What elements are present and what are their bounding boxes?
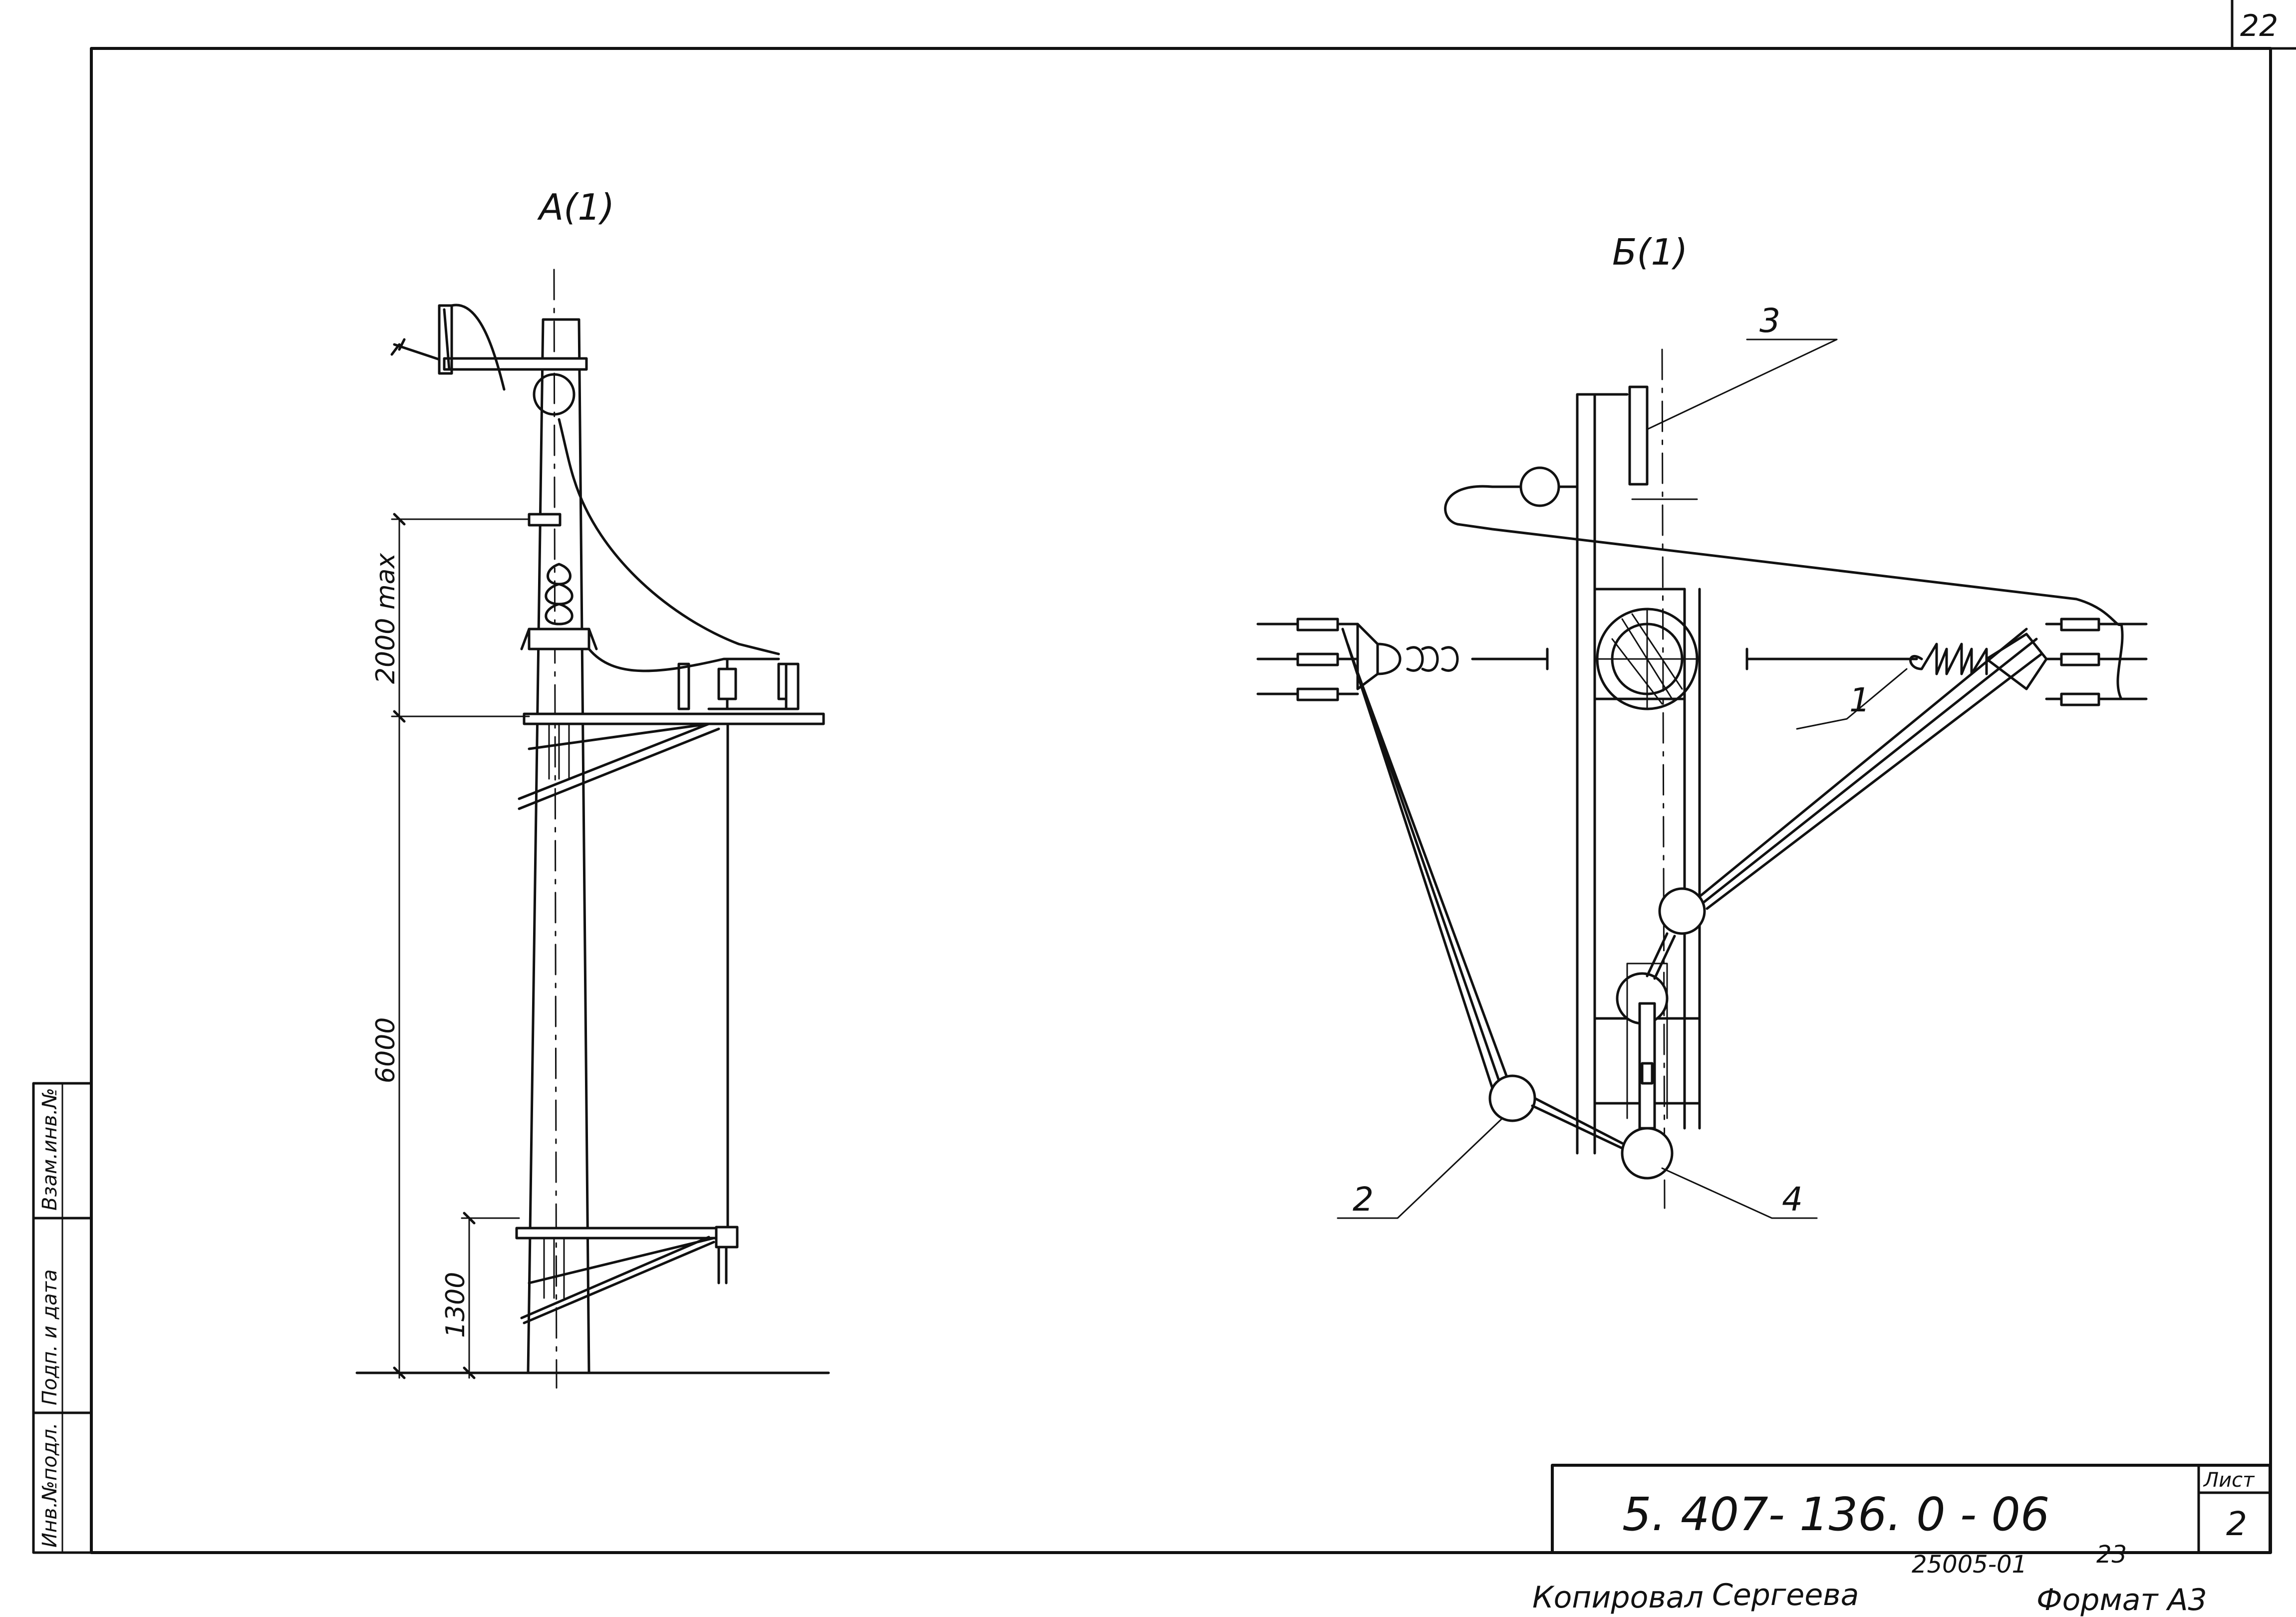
stamp-sign-label: Подп. и дата (38, 1270, 61, 1405)
copied-by-name: Сергеева (1712, 1578, 1859, 1613)
left-stamp (32, 1082, 93, 1554)
stamp-vzam-label: Взам.инв.№ (38, 1088, 61, 1211)
view-a-title: A(1) (537, 186, 614, 228)
order-subnumber: 23 (2096, 1541, 2127, 1569)
paper-format: Формат А3 (2036, 1583, 2207, 1617)
drawing-frame (90, 0, 2296, 1554)
list-label: Лист (2203, 1469, 2255, 1492)
dim-6000: 6000 (371, 1017, 401, 1083)
copied-by-label: Копировал (1532, 1580, 1704, 1615)
title-block (1551, 1464, 2272, 1554)
view-b-structure (1256, 348, 2148, 1209)
callout-3: 3 (1759, 302, 1780, 340)
order-number: 25005-01 (1912, 1551, 2027, 1579)
dim-1300: 1300 (441, 1272, 471, 1338)
callout-4: 4 (1782, 1180, 1803, 1219)
stamp-inv-label: Инв.№подл. (38, 1422, 61, 1548)
view-a-dimensions (391, 513, 530, 1379)
document-code: 5. 407- 136. 0 - 06 (1622, 1488, 2049, 1541)
list-number: 2 (2226, 1505, 2247, 1543)
callout-2: 2 (1353, 1180, 1374, 1219)
view-b-callouts (1337, 338, 1908, 1219)
sheet-corner-number: 22 (2240, 8, 2278, 43)
callout-1: 1 (1849, 681, 1870, 719)
dim-2000max: 2000 max (371, 553, 401, 684)
view-b-title: Б(1) (1612, 231, 1688, 273)
view-a-pole (355, 269, 830, 1389)
